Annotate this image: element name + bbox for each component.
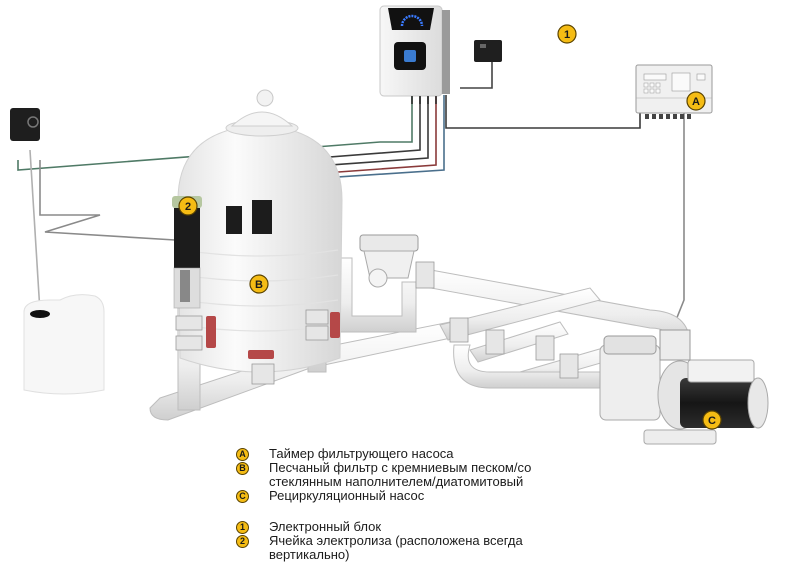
cable-timer — [445, 95, 641, 129]
callout-badge-label: 2 — [185, 201, 191, 213]
legend-item: вертикально) — [236, 548, 636, 562]
callout-badge-2: 2 — [178, 196, 198, 216]
callout-badge-c: C — [702, 410, 722, 430]
electrolysis-cell — [172, 196, 272, 309]
callout-badges: 1A 2B C — [178, 24, 722, 430]
callout-badge-label: B — [255, 279, 263, 291]
fittings — [175, 261, 579, 385]
valves — [206, 312, 340, 359]
valve-handle — [330, 312, 340, 338]
callout-badge-1: 1 — [557, 24, 577, 44]
dosing-tube — [29, 149, 41, 313]
recirculation-pump — [599, 329, 769, 445]
legend-item: A Таймер фильтрующего насоса — [236, 447, 636, 461]
pipe-return-1 — [439, 287, 601, 341]
tank-cap — [30, 310, 50, 318]
multiport-valve — [359, 234, 419, 288]
dosing-pump — [10, 108, 40, 141]
cable-sensor — [460, 60, 493, 89]
legend-item: C Рециркуляционный насос — [236, 489, 636, 503]
callout-badge-circle — [178, 196, 198, 216]
legend-badge-icon: B — [236, 462, 249, 475]
pipe-multiport-u — [337, 257, 417, 333]
callout-badge-label: 1 — [564, 29, 570, 41]
legend-text: Электронный блок — [269, 519, 382, 534]
legend-badge-icon: 2 — [236, 535, 249, 548]
electronic-unit — [379, 5, 450, 104]
valve-handle — [248, 350, 274, 359]
legend-badge-icon: 1 — [236, 521, 249, 534]
display-arc — [400, 14, 424, 27]
callout-badge-circle — [686, 91, 706, 111]
callout-badge-label: C — [708, 415, 716, 427]
unit-button — [404, 50, 416, 62]
sensor-module — [474, 40, 502, 62]
legend-spacer — [236, 503, 636, 520]
legend-text: Таймер фильтрующего насоса — [269, 446, 454, 461]
legend-text: Ячейка электролиза (расположена всегда — [269, 533, 523, 548]
legend-text: стеклянным наполнителем/диатомитовый — [269, 474, 524, 489]
valve-handle — [206, 316, 216, 348]
cable-green-top — [17, 95, 413, 171]
callout-badge-circle — [249, 274, 269, 294]
legend-item: B Песчаный фильтр с кремниевым песком/со — [236, 461, 636, 475]
legend-item: 2 Ячейка электролиза (расположена всегда — [236, 534, 636, 548]
legend-item: стеклянным наполнителем/диатомитовый — [236, 475, 636, 489]
legend-text: Песчаный фильтр с кремниевым песком/со — [269, 460, 532, 475]
legend-item: 1 Электронный блок — [236, 520, 636, 534]
legend-text: вертикально) — [269, 547, 350, 562]
chemical-tank — [23, 294, 105, 395]
callout-badge-b: B — [249, 274, 269, 294]
legend-badge-icon: C — [236, 490, 249, 503]
cable-dosing-to-filter — [39, 160, 176, 241]
callout-badge-label: A — [692, 96, 700, 108]
legend-text: Рециркуляционный насос — [269, 488, 425, 503]
callout-badge-circle — [702, 410, 722, 430]
legend-group-electrolysis: 1 Электронный блок 2 Ячейка электролиза (ра… — [236, 520, 636, 562]
filter-pump-timer — [635, 64, 713, 119]
callout-badge-a: A — [686, 91, 706, 111]
legend-badge-icon: A — [236, 448, 249, 461]
callout-badge-circle — [557, 24, 577, 44]
filter-handle — [256, 89, 274, 107]
cable-pump — [675, 112, 685, 321]
